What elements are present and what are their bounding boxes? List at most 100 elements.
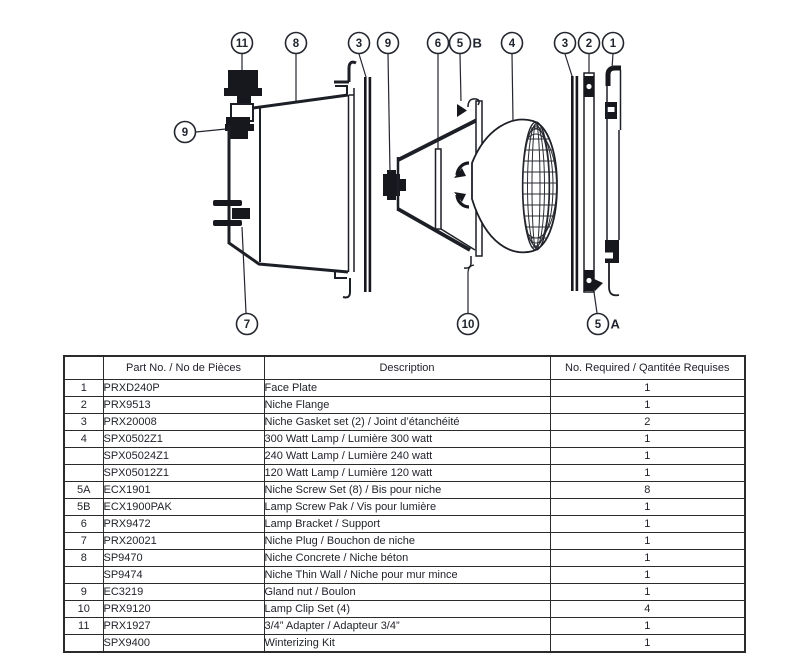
callout-1: 1 [601, 31, 625, 69]
leader-line [593, 291, 598, 314]
callout-circle [230, 31, 254, 55]
qty-required: 1 [549, 396, 746, 414]
callout-number: 1 [610, 38, 617, 50]
qty-required: 1 [549, 566, 746, 584]
gland-nut-part-9-mid [383, 170, 406, 200]
part-no: PRX1927 [102, 617, 265, 635]
part-no: SPX9400 [102, 634, 265, 653]
part-no: PRX9120 [102, 600, 265, 618]
leader-line [195, 128, 227, 133]
callout-number: 2 [586, 38, 592, 50]
callout-circle [426, 31, 450, 55]
description: Face Plate [263, 379, 551, 397]
callout-circle [173, 120, 197, 144]
niche-gasket-part-3-right [571, 76, 579, 291]
callout-circle [376, 31, 400, 55]
item-no: 7 [63, 532, 104, 550]
part-no: SPX05012Z1 [102, 464, 265, 482]
description: 300 Watt Lamp / Lumière 300 watt [263, 430, 551, 448]
description: Niche Plug / Bouchon de niche [263, 532, 551, 550]
parts-col-header-0 [63, 355, 104, 380]
callout-3-left: 3 [347, 31, 371, 78]
description: 120 Watt Lamp / Lumière 120 watt [263, 464, 551, 482]
leader-curl-10 [467, 264, 475, 274]
callout-circle [586, 312, 610, 336]
callout-8: 8 [284, 31, 308, 101]
description: Niche Flange [263, 396, 551, 414]
leader-line [387, 53, 391, 173]
callout-circle [448, 31, 472, 55]
item-no: 5A [63, 481, 104, 499]
niche-front-rim [334, 60, 357, 299]
callout-number: 9 [385, 38, 391, 50]
callout-suffix-letter: B [473, 36, 482, 51]
callout-11: 11 [230, 31, 254, 70]
niche-flange-part-2 [583, 72, 595, 293]
description: Niche Concrete / Niche béton [263, 549, 551, 567]
leader-line [611, 53, 614, 69]
description: 240 Watt Lamp / Lumière 240 watt [263, 447, 551, 465]
qty-required: 1 [549, 464, 746, 482]
callout-number: 3 [356, 38, 362, 50]
part-no: PRX20021 [102, 532, 265, 550]
qty-required: 1 [549, 549, 746, 567]
item-no [63, 464, 104, 482]
item-no: 5B [63, 498, 104, 516]
leader-line [459, 53, 462, 102]
parts-col-header-1: Part No. / No de Pièces [102, 355, 265, 380]
qty-required: 1 [549, 498, 746, 516]
niche-body-part-8 [227, 125, 349, 274]
parts-col-header-2: Description [263, 355, 551, 380]
callout-number: 7 [244, 319, 250, 331]
qty-required: 1 [549, 430, 746, 448]
callout-9-left: 9 [173, 120, 227, 144]
niche-top-edge [252, 93, 349, 110]
leader-line [564, 53, 573, 77]
callout-circle [456, 312, 480, 336]
part-no: ECX1900PAK [102, 498, 265, 516]
description: Lamp Screw Pak / Vis pour lumière [263, 498, 551, 516]
description: Lamp Bracket / Support [263, 515, 551, 533]
item-no: 9 [63, 583, 104, 601]
part-no: PRXD240P [102, 379, 265, 397]
part-no: SPX05024Z1 [102, 447, 265, 465]
lamp-screw-part-5b [457, 98, 480, 117]
niche-gasket-part-3-left [364, 77, 372, 292]
callout-circle [577, 31, 601, 55]
callout-number: 10 [462, 319, 475, 331]
description: Niche Thin Wall / Niche pour mur mince [263, 566, 551, 584]
callout-circle [284, 31, 308, 55]
callout-3-right: 3 [553, 31, 577, 77]
callout-number: 6 [435, 38, 441, 50]
callout-2: 2 [577, 31, 601, 73]
part-no: PRX20008 [102, 413, 265, 431]
callout-number: 5 [595, 319, 602, 331]
qty-required: 1 [549, 379, 746, 397]
callout-number: 9 [182, 127, 188, 139]
description: Niche Screw Set (8) / Bis pour niche [263, 481, 551, 499]
callout-circle [235, 312, 259, 336]
leader-line [358, 53, 367, 78]
callout-number: 11 [236, 38, 249, 50]
callout-number: 5 [457, 38, 464, 50]
part-no: ECX1901 [102, 481, 265, 499]
part-no: SPX0502Z1 [102, 430, 265, 448]
lamp-part-4 [471, 118, 558, 254]
qty-required: 1 [549, 532, 746, 550]
description: Gland nut / Boulon [263, 583, 551, 601]
lamp-bracket-part-6 [396, 100, 483, 269]
description: Niche Gasket set (2) / Joint d’étanchéit… [263, 413, 551, 431]
qty-required: 1 [549, 515, 746, 533]
